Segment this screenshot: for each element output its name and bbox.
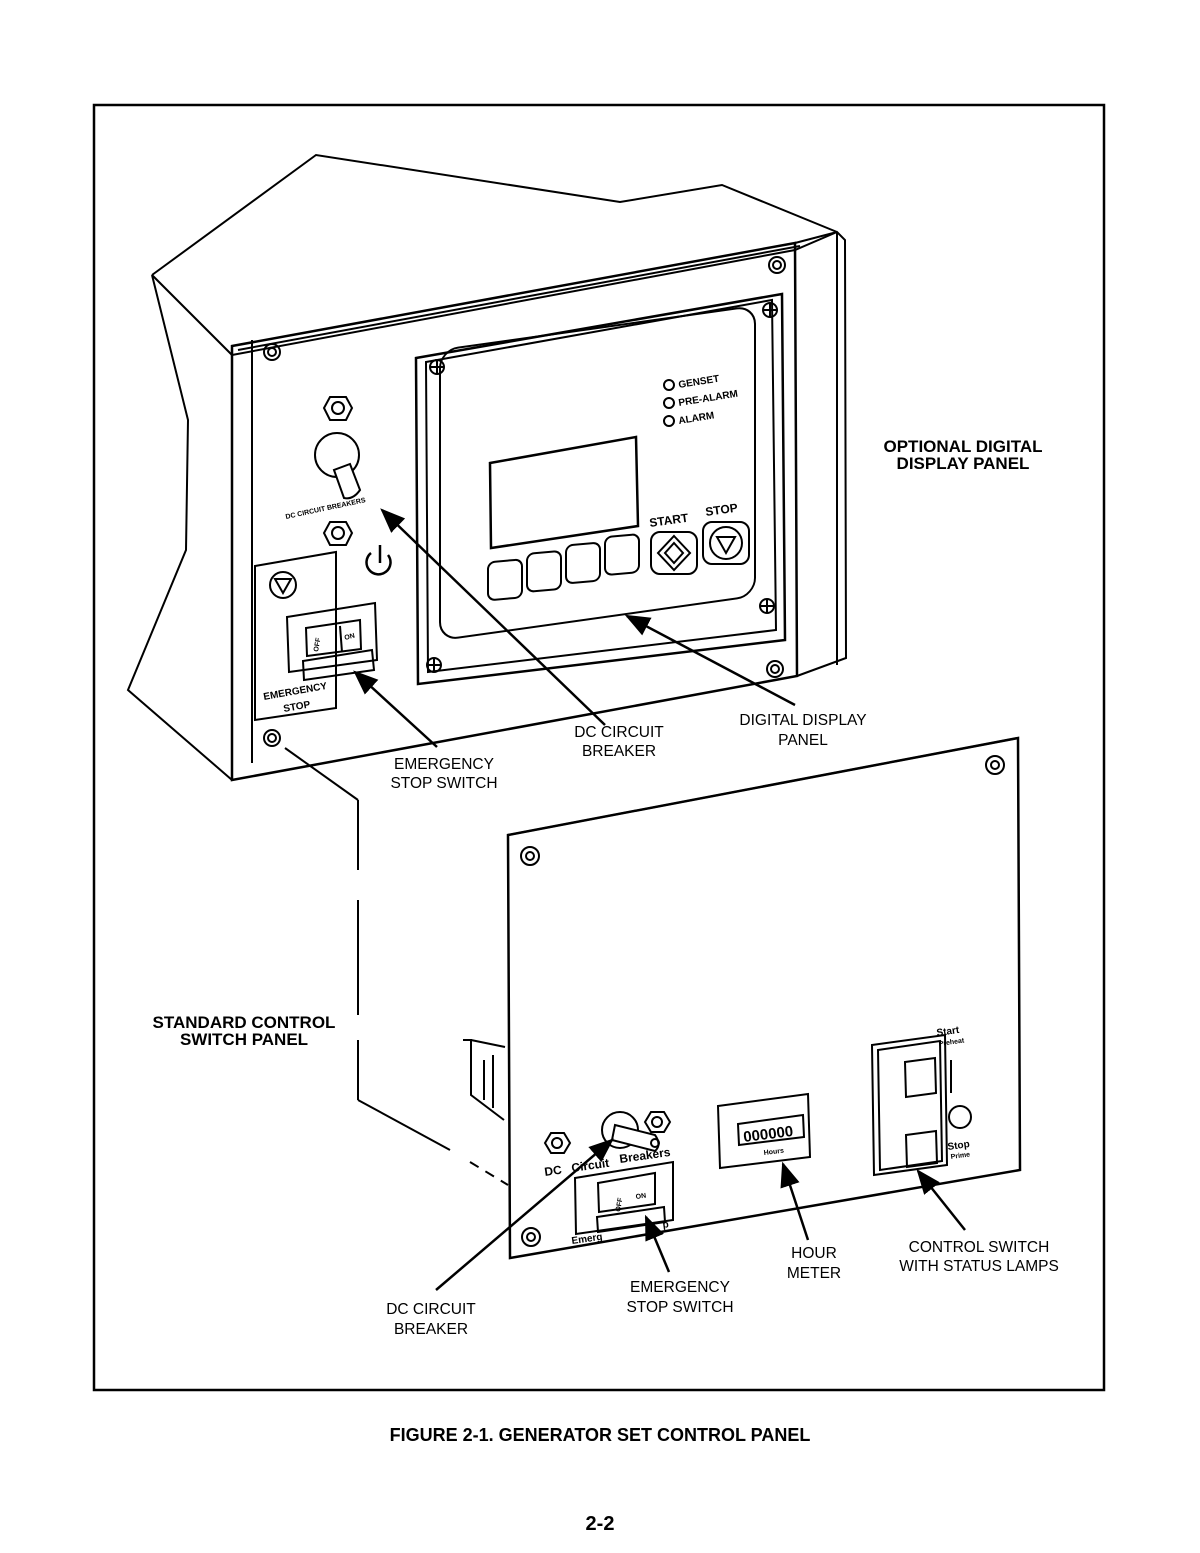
figure-caption: FIGURE 2-1. GENERATOR SET CONTROL PANEL [389, 1425, 811, 1445]
lower-dc-breaker-leader [435, 1138, 614, 1291]
dc-label: DC [543, 1163, 562, 1179]
optional-heading-line1: OPTIONAL DIGITAL [884, 437, 1043, 456]
power-icon [365, 552, 392, 576]
start-diamond-icon [656, 534, 692, 572]
lower-estop-line2: STOP SWITCH [626, 1299, 733, 1316]
switch-off-label: OFF [313, 637, 322, 653]
emergency-label: EMERGENCY [263, 681, 329, 703]
lower-dc-breaker-line2: BREAKER [394, 1321, 468, 1338]
control-start-label: Start [936, 1025, 961, 1039]
standard-heading-line2: SWITCH PANEL [180, 1030, 308, 1049]
upper-dc-breaker-leader [380, 508, 606, 726]
lower-estop-line1: EMERGENCY [630, 1279, 730, 1296]
dc-breaker-toggle [332, 462, 362, 500]
lower-emergency-stop-switch [573, 1160, 674, 1236]
lower-panel-controls [543, 1033, 972, 1236]
upper-dc-breaker-line2: BREAKER [582, 743, 656, 760]
dc-breakers-label: DC CIRCUIT BREAKERS [285, 497, 367, 521]
upper-enclosure [126, 153, 848, 782]
stop-button-bezel [702, 521, 750, 565]
leader-arrows [353, 508, 966, 1291]
pre-alarm-lamp-label: PRE-ALARM [678, 389, 739, 409]
start-button-label: START [648, 511, 689, 530]
upper-display-line1: DIGITAL DISPLAY [739, 712, 866, 729]
lower-estop-leader [644, 1214, 671, 1273]
hour-meter-line1: HOUR [791, 1245, 837, 1262]
control-switch-lower-lamp [904, 1129, 939, 1169]
upper-enclosure-screws [263, 256, 786, 747]
control-preheat-label: Preheat [938, 1037, 965, 1048]
control-switch-upper-lamp [903, 1056, 938, 1099]
pre-alarm-lamp-icon [663, 397, 675, 409]
standard-heading-line1: STANDARD CONTROL [153, 1013, 336, 1032]
soft-key-2 [526, 550, 562, 593]
switch-on-label: ON [344, 633, 356, 642]
genset-lamp-label: GENSET [678, 374, 720, 391]
hour-meter-housing [716, 1092, 812, 1170]
upper-estop-leader [353, 670, 438, 748]
hour-meter-digits: 000000 [742, 1123, 794, 1146]
soft-key-3 [565, 542, 601, 584]
digital-display-module [414, 292, 787, 686]
soft-key-4 [604, 533, 640, 576]
lower-panel-text: DC Circuit Breakers ON OFF Emerg p 00000… [543, 1025, 970, 1247]
genset-lamp-icon [663, 379, 675, 391]
explode-lines [284, 747, 509, 1186]
alarm-lamp-label: ALARM [678, 410, 715, 427]
estop-tail-label: p [662, 1219, 670, 1231]
upper-callouts: DC CIRCUIT BREAKER DIGITAL DISPLAY PANEL… [390, 712, 866, 792]
lower-switch-off-label: OFF [615, 1197, 624, 1213]
emergency-stop-switch [285, 601, 379, 674]
page-number: 2-2 [585, 1513, 615, 1535]
upper-estop-line1: EMERGENCY [394, 756, 494, 773]
hour-meter-leader [780, 1161, 810, 1241]
optional-heading-line2: DISPLAY PANEL [897, 454, 1030, 473]
control-prime-label: Prime [950, 1151, 970, 1161]
alarm-lamp-icon [663, 415, 675, 427]
lower-switch-on-label: ON [635, 1193, 646, 1201]
control-switch-line2: WITH STATUS LAMPS [899, 1258, 1059, 1275]
control-switch-leader [916, 1169, 966, 1231]
control-stop-label: Stop [947, 1139, 971, 1153]
lower-panel [463, 736, 1022, 1260]
digital-panel-text: GENSET PRE-ALARM ALARM START STOP [648, 374, 738, 530]
hour-meter-line2: METER [787, 1265, 841, 1282]
stop-circle-icon [709, 526, 743, 560]
control-switch-line1: CONTROL SWITCH [909, 1239, 1050, 1256]
upper-dc-breaker-line1: DC CIRCUIT [574, 724, 664, 741]
control-switch-housing [870, 1033, 949, 1177]
emerg-label: Emerg [571, 1232, 603, 1247]
upper-display-line2: PANEL [778, 732, 828, 749]
lower-dc-breaker-line1: DC CIRCUIT [386, 1301, 476, 1318]
upper-display-leader [624, 614, 796, 707]
figure-frame [92, 103, 1106, 1392]
stop-label: STOP [283, 699, 312, 715]
soft-key-1 [487, 558, 523, 601]
stop-button-label: STOP [704, 501, 738, 519]
emergency-stop-icon [269, 571, 297, 599]
hours-word-label: Hours [763, 1148, 784, 1157]
upper-estop-line2: STOP SWITCH [390, 775, 497, 792]
start-button-bezel [650, 531, 698, 575]
headings: OPTIONAL DIGITAL DISPLAY PANEL STANDARD … [153, 437, 1043, 1049]
lcd-screen [488, 435, 640, 550]
emergency-stop-housing [254, 550, 337, 722]
lower-callouts: DC CIRCUIT BREAKER EMERGENCY STOP SWITCH… [386, 1239, 1059, 1338]
upper-left-controls [254, 396, 392, 722]
